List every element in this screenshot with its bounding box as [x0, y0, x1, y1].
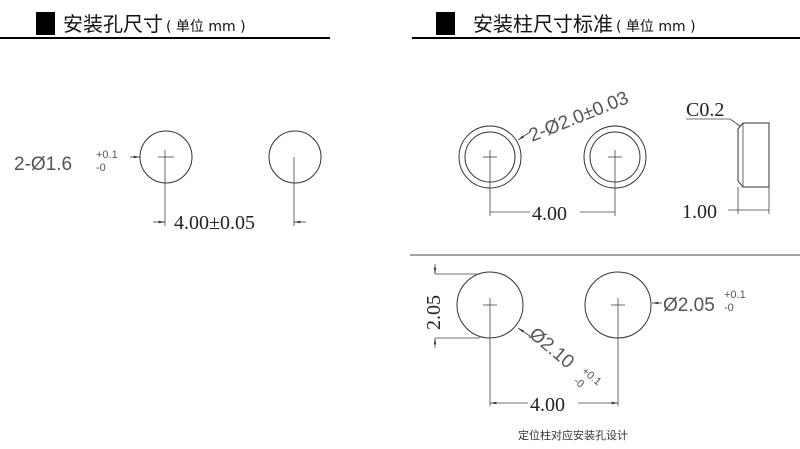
locating-spacing-label: 4.00	[530, 394, 565, 416]
bottom-caption: 定位柱对应安装孔设计	[518, 428, 628, 442]
mounting-hole-2	[268, 130, 322, 226]
hole1-diameter-label: Ø2.10	[525, 324, 578, 373]
post-height-label: 1.00	[682, 201, 717, 223]
locating-hole-2	[584, 271, 652, 406]
hole2-tolerance-plus: +0.1	[724, 289, 746, 301]
hole2-tolerance-minus: -0	[724, 302, 734, 314]
hole-tolerance-plus: +0.1	[96, 149, 118, 161]
hole-spacing-label: 4.00±0.05	[174, 212, 255, 234]
post-diameter-label: 2-Ø2.0±0.03	[526, 88, 632, 147]
hole2-diameter-label: Ø2.05	[663, 295, 715, 316]
post-side-view	[686, 118, 770, 214]
vertical-dimension-label: 2.05	[423, 295, 445, 330]
locating-hole-1	[433, 264, 524, 406]
section-marker-icon	[436, 12, 455, 35]
hole-tolerance-minus: -0	[96, 162, 106, 174]
right-section-title: 安装柱尺寸标准( 单位 mm )	[473, 12, 696, 36]
hole-diameter-label: 2-Ø1.6	[14, 154, 72, 175]
mounting-post-2	[583, 125, 647, 216]
section-marker-icon	[36, 12, 55, 35]
chamfer-label: C0.2	[686, 99, 724, 121]
post-spacing-label: 4.00	[532, 203, 567, 225]
mounting-post-1	[458, 125, 522, 216]
left-section-title: 安装孔尺寸( 单位 mm )	[63, 12, 246, 36]
